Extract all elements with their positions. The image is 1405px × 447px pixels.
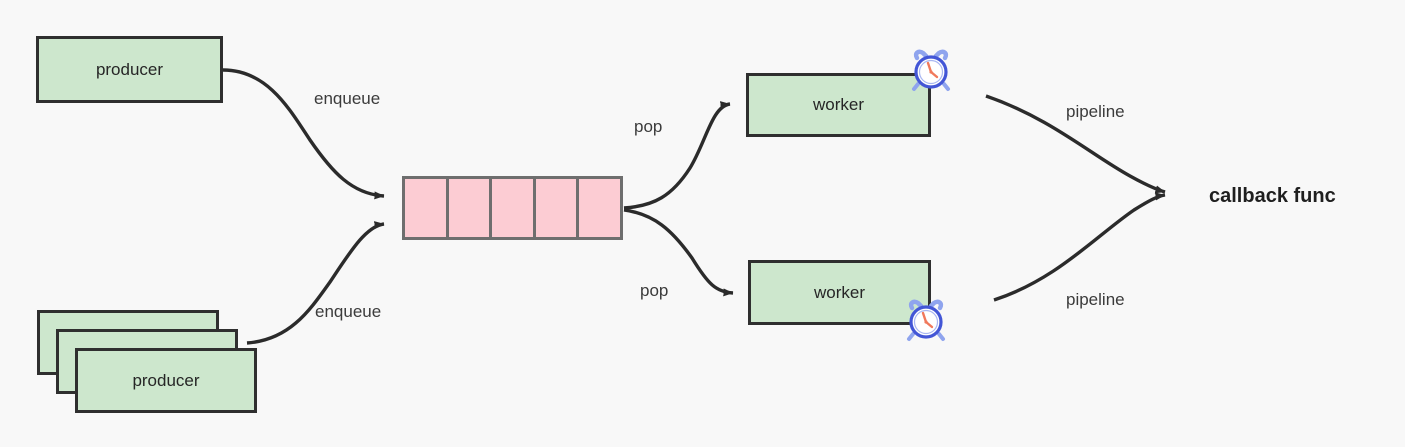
queue-cell[interactable] (535, 179, 580, 237)
alarm-clock-icon (912, 49, 950, 91)
node-worker-bottom-label: worker (813, 282, 865, 302)
node-queue[interactable] (402, 176, 623, 240)
node-worker-top-label: worker (812, 95, 864, 114)
edge-label-pipeline-bottom: pipeline (1066, 290, 1125, 309)
edge-label-enqueue-bottom: enqueue (315, 302, 382, 321)
node-producer-stack-label: producer (132, 370, 200, 390)
edge-label-pop-bottom: pop (640, 281, 669, 300)
edge-label-pipeline-top: pipeline (1066, 102, 1125, 121)
node-producer-single-label: producer (95, 59, 164, 79)
node-producer-stack[interactable]: producer (75, 348, 257, 413)
node-worker-bottom[interactable]: worker (748, 260, 931, 325)
node-producer-single[interactable]: producer (36, 36, 223, 103)
edge-enqueue-bottom (246, 221, 385, 345)
queue-cell[interactable] (448, 179, 493, 237)
queue-cell[interactable] (492, 179, 536, 237)
node-callback-func: callback func (1209, 185, 1336, 207)
queue-cell[interactable] (405, 179, 449, 237)
edge-pipeline-bottom (993, 192, 1166, 302)
alarm-clock-icon (907, 299, 945, 341)
queue-cell[interactable] (579, 179, 620, 237)
edge-label-enqueue-top: enqueue (314, 89, 381, 108)
edge-label-pop-top: pop (634, 117, 663, 136)
node-worker-top[interactable]: worker (746, 73, 931, 137)
